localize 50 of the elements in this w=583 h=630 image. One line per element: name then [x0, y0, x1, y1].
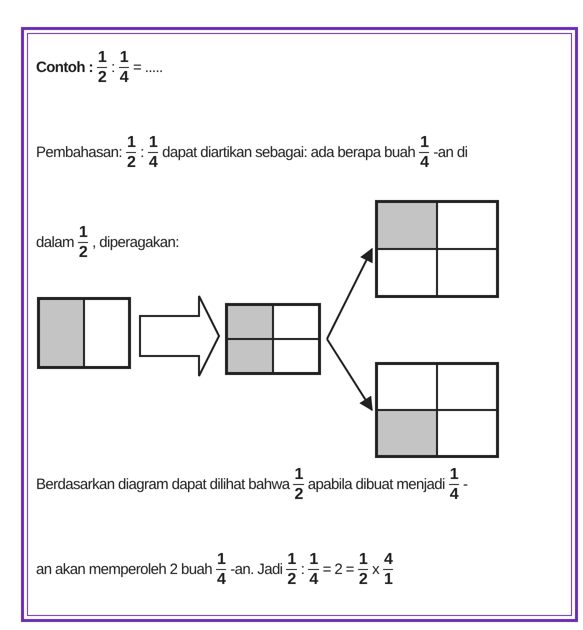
fraction-numerator: 1 — [78, 223, 88, 243]
fraction-numerator: 1 — [118, 48, 130, 68]
text: , diperagakan: — [92, 234, 179, 251]
fraction-denominator: 2 — [294, 485, 303, 504]
fraction-model — [225, 303, 321, 375]
fraction-denominator: 2 — [126, 153, 136, 172]
arrow — [326, 248, 373, 340]
text: dapat diartikan sebagai: ada berapa buah — [162, 144, 416, 161]
fraction-denominator: 4 — [420, 153, 428, 172]
text: : — [111, 59, 115, 76]
fraction-denominator: 2 — [78, 243, 88, 262]
fraction-numerator: 1 — [358, 550, 368, 570]
text: - — [463, 476, 468, 493]
fraction-numerator: 1 — [126, 133, 136, 153]
text: dalam — [36, 234, 74, 251]
fraction-numerator: 1 — [293, 465, 304, 485]
fraction-numerator: 1 — [419, 133, 430, 153]
heading: Contoh : — [36, 59, 93, 76]
fraction-numerator: 1 — [216, 550, 226, 570]
text: -an. Jadi — [230, 561, 282, 578]
fraction-model — [375, 200, 499, 298]
block-arrow — [139, 295, 220, 377]
fraction-denominator: 4 — [309, 570, 318, 589]
fraction-numerator: 1 — [286, 550, 297, 570]
fraction-denominator: 4 — [148, 153, 158, 172]
fraction-denominator: 4 — [450, 485, 458, 504]
fraction-numerator: 1 — [448, 465, 459, 485]
fraction-numerator: 1 — [96, 48, 108, 68]
fraction-denominator: 4 — [216, 570, 226, 589]
text: Pembahasan: — [36, 144, 122, 161]
fraction-denominator: 2 — [98, 68, 106, 87]
fraction-denominator: 1 — [384, 570, 392, 589]
fraction-denominator: 4 — [120, 68, 128, 87]
text: apabila dibuat menjadi — [308, 476, 445, 493]
fraction-model — [375, 362, 499, 458]
text: Berdasarkan diagram dapat dilihat bahwa — [36, 476, 290, 493]
text: : — [300, 561, 304, 578]
fraction-denominator: 2 — [287, 570, 296, 589]
fraction-model — [37, 297, 131, 369]
text: : — [140, 144, 144, 161]
fraction-numerator: 4 — [383, 550, 394, 570]
text: x — [372, 561, 380, 578]
text: = ..... — [133, 59, 163, 76]
arrow — [326, 338, 373, 412]
text: = 2 = — [322, 561, 354, 578]
fraction-denominator: 2 — [358, 570, 368, 589]
fraction-numerator: 1 — [148, 133, 158, 153]
text: -an di — [433, 144, 468, 161]
fraction-numerator: 1 — [308, 550, 319, 570]
text: an akan memperoleh 2 buah — [36, 561, 212, 578]
